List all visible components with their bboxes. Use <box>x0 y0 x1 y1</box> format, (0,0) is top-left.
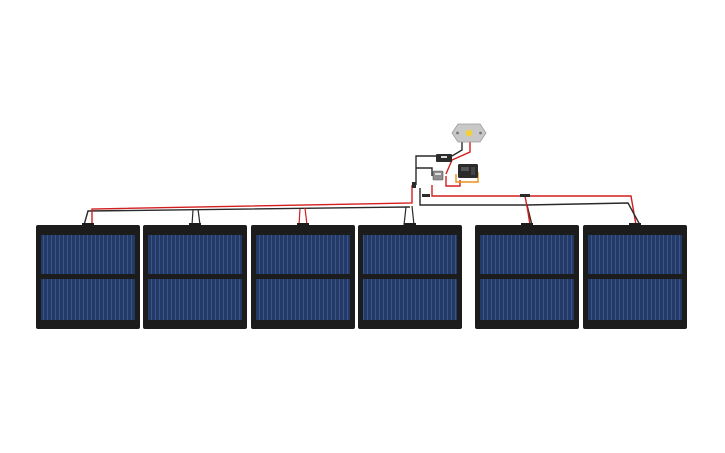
panel-terminal <box>189 223 201 226</box>
wiring-harness <box>83 142 641 226</box>
solar-panel-2[interactable] <box>143 223 247 329</box>
panel-cells-top <box>363 235 457 274</box>
panel-terminal <box>297 223 309 226</box>
panel-cells-bottom <box>256 279 350 320</box>
drop-wires-panel-4 <box>403 205 415 226</box>
panel-cells-bottom <box>148 279 242 320</box>
solar-panel-5[interactable] <box>475 223 579 329</box>
solar-panel-6[interactable] <box>583 223 687 329</box>
motor-shaft <box>465 129 473 137</box>
fuse[interactable] <box>412 182 530 197</box>
battery-connector[interactable] <box>432 170 444 181</box>
solar-panel-4[interactable] <box>358 223 462 329</box>
panel-cells-bottom <box>480 279 574 320</box>
panel-cells-top <box>148 235 242 274</box>
negative-bus-right <box>419 188 533 226</box>
positive-bus-left <box>91 185 413 225</box>
panel-terminal <box>82 223 94 226</box>
controller-wires-black <box>415 142 463 185</box>
solar-panel-1[interactable] <box>36 223 140 329</box>
panel-cells-bottom <box>41 279 135 320</box>
negative-bus-left <box>83 206 411 226</box>
panel-cells-top <box>588 235 682 274</box>
controller-wires-red <box>445 142 471 187</box>
panel-cells-bottom <box>588 279 682 320</box>
charge-controller[interactable] <box>458 164 478 178</box>
panel-terminal <box>404 223 416 226</box>
solar-panel-3[interactable] <box>251 223 355 329</box>
positive-bus-right <box>431 185 637 226</box>
panel-cells-top <box>41 235 135 274</box>
panel-terminal <box>629 223 641 226</box>
drop-wires-panel-3 <box>298 207 308 226</box>
panel-cells-top <box>256 235 350 274</box>
panel-cells-top <box>480 235 574 274</box>
positive-bus-right-2 <box>524 195 531 226</box>
drop-wires-panel-2 <box>191 208 201 226</box>
controller-wires-orange <box>455 172 479 183</box>
motor[interactable] <box>451 123 487 143</box>
panel-cells-bottom <box>363 279 457 320</box>
solar-panel-array <box>36 223 687 329</box>
switch[interactable] <box>436 154 452 162</box>
negative-bus-right-2 <box>526 202 641 226</box>
panel-terminal <box>521 223 533 226</box>
